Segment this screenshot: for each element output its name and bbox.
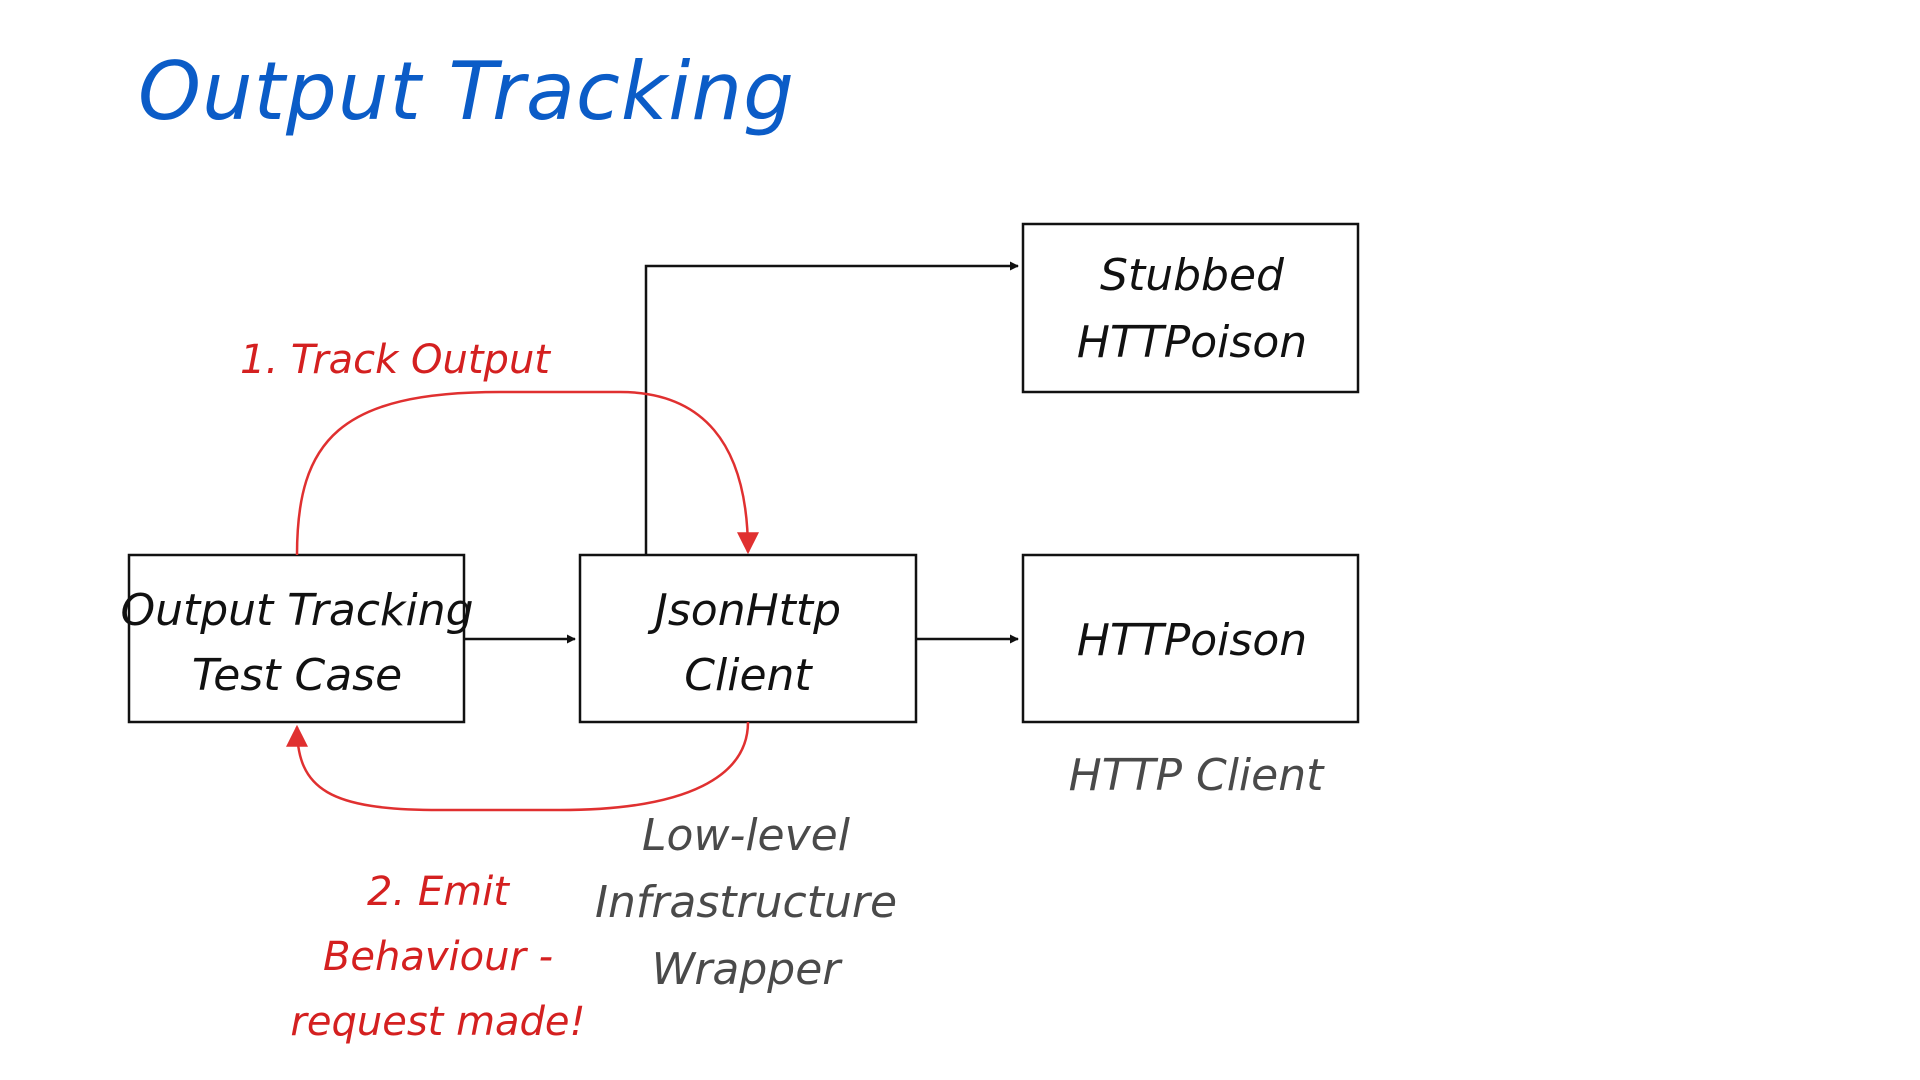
wrapper-label-line3: Wrapper [652, 944, 844, 995]
emit-label-line2: Behaviour - [323, 934, 553, 980]
wrapper-label-line2: Infrastructure [595, 877, 897, 928]
page-title: Output Tracking [138, 45, 795, 138]
arrow-client-to-stubbed [644, 261, 1019, 555]
json-client-line1: JsonHttp [647, 585, 841, 636]
stubbed-line2: HTTPoison [1077, 317, 1307, 368]
json-client-line2: Client [684, 650, 813, 701]
emit-label-line1: 2. Emit [367, 869, 510, 915]
json-client-box [578, 553, 918, 724]
wrapper-label-line1: Low-level [642, 810, 851, 861]
stubbed-httpoison-box [1021, 222, 1360, 394]
arrow-track-output [295, 390, 759, 556]
emit-label-line3: request made! [290, 999, 585, 1045]
stubbed-line1: Stubbed [1100, 250, 1285, 301]
test-case-line2: Test Case [192, 650, 402, 701]
http-client-label: HTTP Client [1069, 750, 1325, 801]
httpoison-line1: HTTPoison [1077, 615, 1307, 666]
httpoison-box [1021, 553, 1360, 724]
track-output-label: 1. Track Output [240, 337, 551, 383]
test-case-box [127, 553, 466, 724]
test-case-line1: Output Tracking [120, 585, 473, 636]
arrow-emit-behaviour [286, 721, 750, 812]
